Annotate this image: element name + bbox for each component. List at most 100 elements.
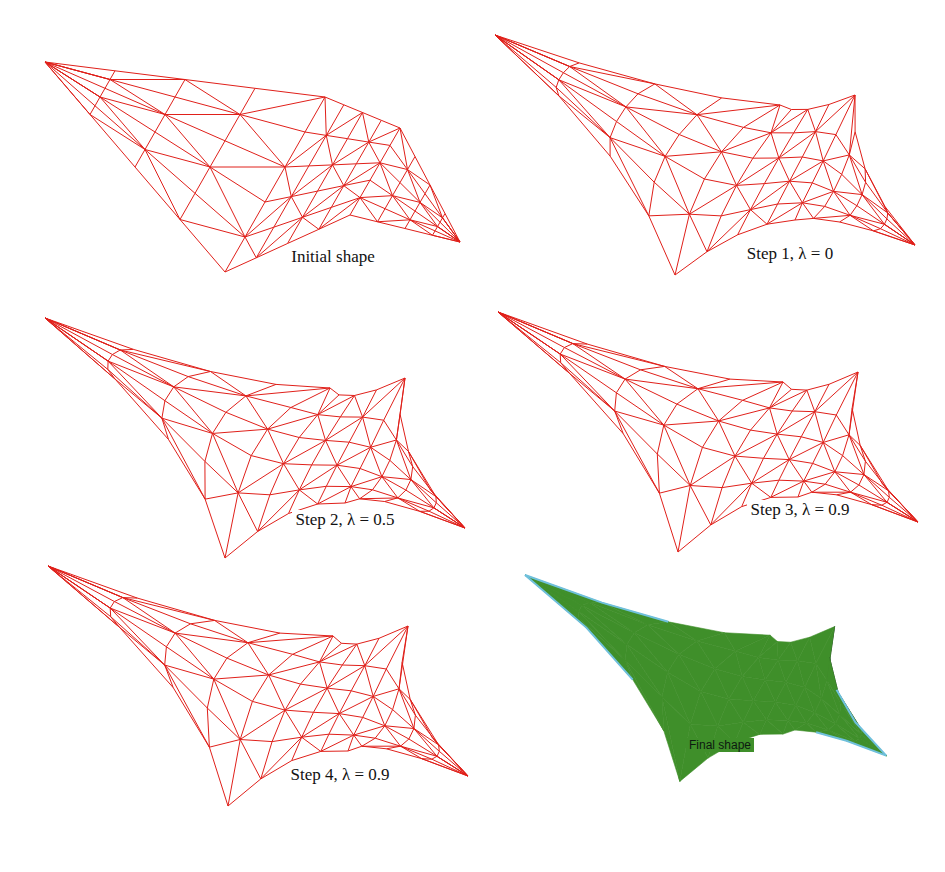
mesh-diagonal: [371, 440, 397, 447]
mesh-diagonal: [802, 191, 833, 202]
mesh-diagonal: [559, 80, 626, 107]
mesh-diagonal: [770, 408, 778, 434]
mesh-diagonal: [835, 472, 864, 475]
mesh-diagonal: [162, 418, 213, 433]
mesh-diagonal: [495, 35, 559, 96]
mesh-diagonal: [385, 726, 414, 729]
mesh-diagonal: [401, 746, 422, 759]
mesh-diagonal: [213, 433, 239, 492]
surface-facet: [783, 720, 795, 734]
mesh-diagonal: [371, 447, 382, 476]
mesh-diagonal: [697, 105, 780, 115]
mesh-diagonal: [240, 710, 285, 739]
mesh-diagonal: [378, 220, 411, 222]
mesh-line: [771, 384, 829, 497]
mesh-diagonal: [246, 388, 330, 396]
mesh-line: [162, 372, 211, 440]
mesh-diagonal: [174, 387, 213, 434]
mesh-diagonal: [45, 318, 108, 361]
mesh-diagonal: [351, 477, 382, 487]
mesh-diagonal: [771, 105, 780, 133]
edge-cable: [525, 575, 633, 680]
mesh-diagonal: [834, 191, 851, 215]
mesh-diagonal: [285, 135, 326, 167]
mesh-diagonal: [719, 421, 735, 456]
mesh-line: [495, 35, 915, 275]
mesh-diagonal: [45, 62, 100, 97]
mesh-diagonal: [369, 142, 380, 163]
mesh-diagonal: [246, 396, 268, 429]
mesh-diagonal: [559, 80, 610, 138]
mesh-diagonal: [210, 167, 285, 168]
mesh-diagonal: [119, 627, 164, 665]
mesh-diagonal: [382, 477, 411, 480]
mesh-diagonal: [850, 215, 884, 224]
mesh-diagonal: [804, 481, 812, 492]
surface-facet: [662, 697, 680, 781]
mesh-diagonal: [495, 35, 559, 80]
mesh-diagonal: [664, 421, 719, 425]
mesh-line: [45, 318, 465, 528]
mesh-diagonal: [610, 138, 649, 216]
mesh-diagonal: [777, 434, 789, 459]
mesh-line: [495, 35, 915, 245]
surface-facet: [579, 611, 627, 660]
mesh-diagonal: [337, 447, 371, 465]
mesh-diagonal: [291, 197, 302, 218]
mesh-line: [45, 62, 460, 242]
mesh-diagonal: [45, 318, 115, 379]
mesh-diagonal: [410, 220, 433, 235]
mesh-diagonal: [615, 411, 660, 493]
mesh-diagonal: [110, 608, 175, 633]
mesh-diagonal: [165, 114, 240, 115]
mesh-diagonal: [393, 196, 411, 220]
mesh-diagonal: [365, 666, 373, 697]
mesh-diagonal: [302, 737, 321, 751]
mesh-line: [45, 318, 465, 558]
mesh-line: [180, 88, 255, 219]
mesh-diagonal: [420, 511, 465, 528]
mesh-diagonal: [420, 202, 443, 217]
mesh-diagonal: [360, 196, 393, 198]
mesh-diagonal: [752, 483, 771, 497]
mesh-diagonal: [321, 735, 354, 751]
surface-facet: [753, 680, 775, 702]
mesh-diagonal: [735, 456, 752, 483]
mesh-diagonal: [659, 485, 690, 493]
mesh-diagonal: [789, 442, 823, 459]
mesh-line: [495, 35, 915, 245]
mesh-diagonal: [354, 735, 362, 746]
mesh-diagonal: [354, 726, 385, 735]
mesh-diagonal: [697, 115, 721, 152]
surface-facet: [788, 705, 807, 723]
mesh-diagonal: [48, 566, 123, 598]
surface-facet: [765, 660, 786, 682]
mesh-diagonal: [145, 150, 210, 168]
mesh-line: [433, 214, 446, 236]
mesh-diagonal: [110, 80, 165, 115]
mesh-diagonal: [145, 150, 180, 220]
mesh-diagonal: [398, 498, 434, 508]
mesh-diagonal: [339, 714, 353, 736]
mesh-line: [495, 35, 915, 245]
mesh-line: [45, 62, 460, 242]
mesh-diagonal: [790, 161, 824, 181]
surface-facet: [797, 637, 816, 663]
mesh-line: [350, 128, 400, 215]
mesh-diagonal: [823, 161, 833, 191]
mesh-diagonal: [165, 115, 210, 168]
mesh-diagonal: [325, 97, 326, 135]
final-surface: [525, 575, 886, 781]
mesh-diagonal: [363, 417, 371, 447]
mesh-diagonal: [498, 312, 573, 344]
surface-facet: [759, 642, 779, 661]
mesh-diagonal: [569, 373, 614, 411]
mesh-line: [387, 699, 416, 748]
surface-facet: [767, 702, 788, 721]
mesh-diagonal: [110, 608, 164, 665]
mesh-diagonal: [823, 155, 849, 161]
mesh-diagonal: [804, 472, 835, 481]
mesh-diagonal: [285, 167, 291, 197]
mesh-diagonal: [770, 390, 807, 408]
mesh-diagonal: [414, 729, 439, 745]
